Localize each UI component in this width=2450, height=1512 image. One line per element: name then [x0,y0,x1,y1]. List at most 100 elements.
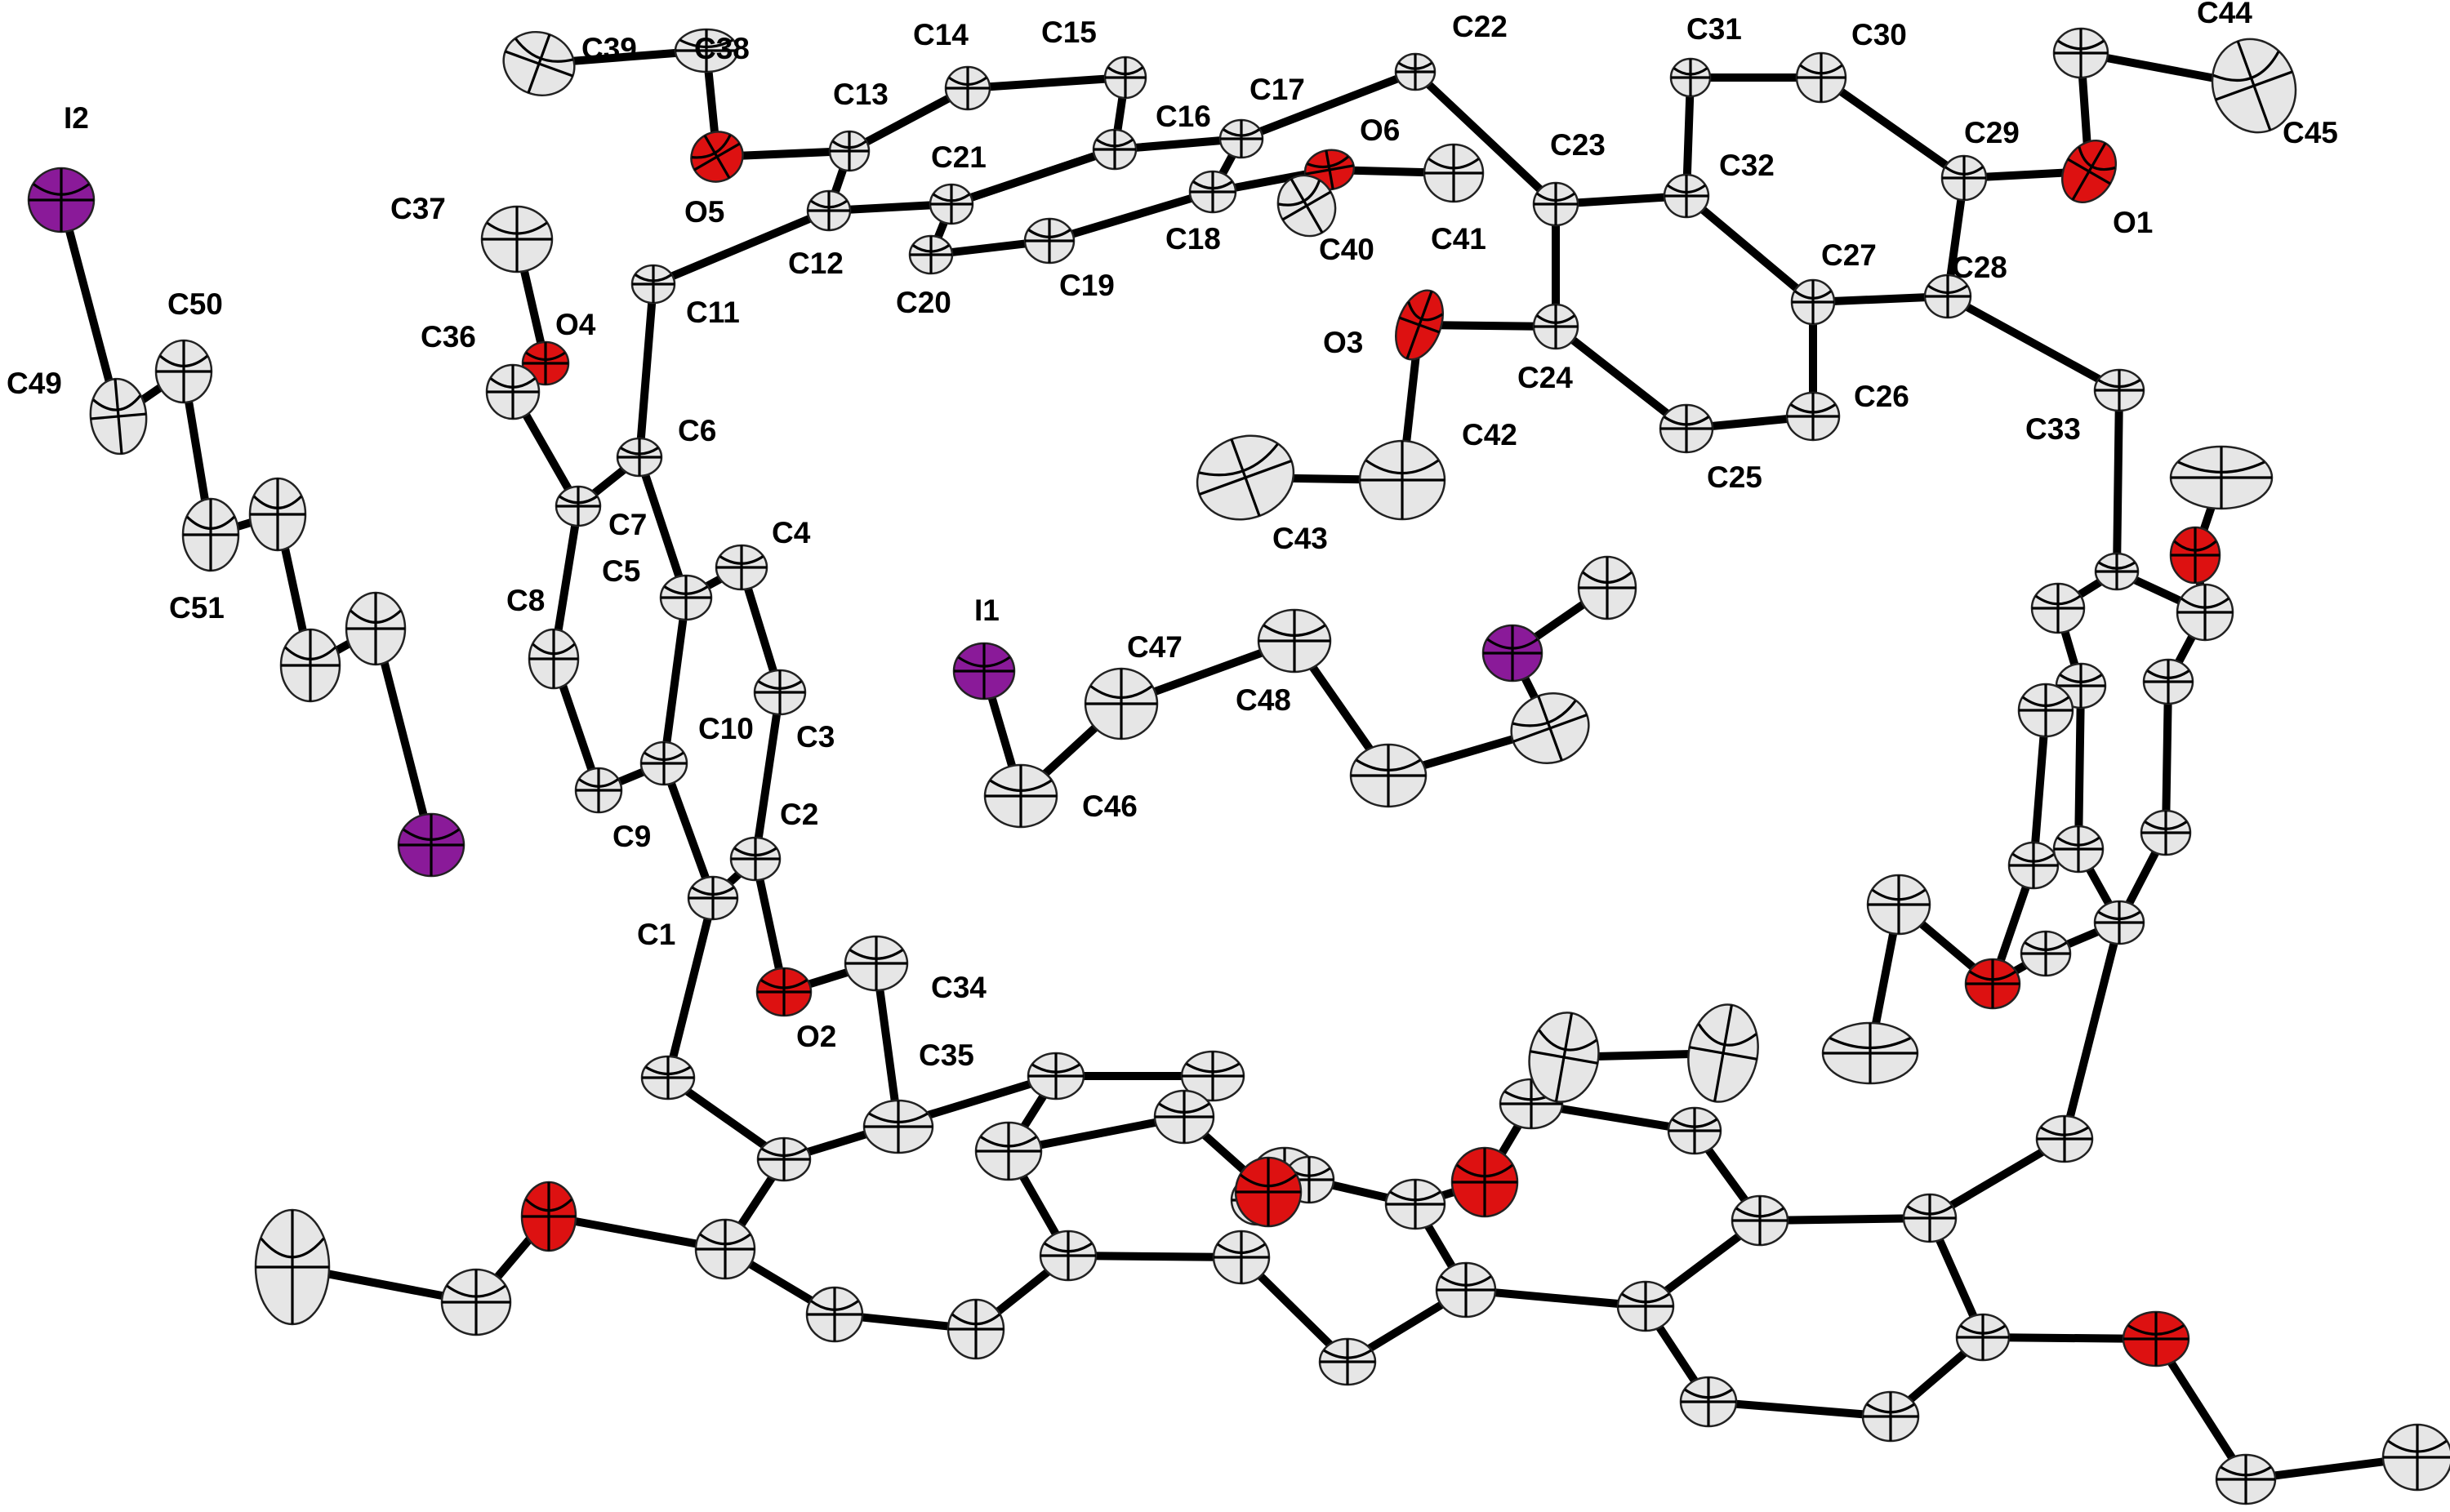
atom-label-c43: C43 [1272,522,1328,555]
atom-label-c12: C12 [788,247,844,280]
oxygen-atom [755,967,813,1017]
bond [947,145,1119,208]
carbon-atom [974,1121,1043,1181]
bond [2162,678,2172,837]
oxygen-atom [2060,140,2118,203]
carbon-atom [862,1099,934,1154]
carbon-atom [616,437,663,478]
carbon-atom [2035,1114,2094,1163]
carbon-atom [805,1286,864,1343]
carbon-atom [89,377,148,456]
carbon-atom [756,1136,812,1182]
carbon-atom [1528,1012,1600,1103]
oxygen-atom [1964,958,2021,1010]
carbon-atom [1423,143,1485,203]
atom-label-c33: C33 [2025,412,2081,446]
bond [1552,322,1690,433]
carbon-atom [1821,1021,1919,1085]
atom-label-o1: O1 [2113,206,2153,239]
carbon-atom [1027,1052,1085,1101]
bond [964,73,1129,92]
atom-label-c5: C5 [602,554,640,588]
atom-label-c17: C17 [1250,73,1305,106]
atom-label-c47: C47 [1127,630,1183,664]
atom-label-c32: C32 [1719,149,1775,182]
carbon-atom [753,669,807,716]
carbon-atom [1349,743,1428,808]
atom-label-c19: C19 [1059,269,1115,302]
carbon-atom [2052,27,2109,79]
carbon-atom [1616,1280,1675,1332]
oxygen-atom [520,1181,577,1252]
carbon-atom [2142,658,2194,705]
atom-label-c45: C45 [2283,116,2338,149]
carbon-atom [1196,434,1295,521]
carbon-atom [2007,841,2060,890]
atom-label-o2: O2 [796,1020,836,1053]
carbon-atom [2140,809,2192,856]
bond [635,280,657,461]
carbon-atom [1435,1261,1497,1319]
carbon-atom [1510,692,1590,764]
carbon-atom [1866,874,1931,936]
carbon-atom [1532,303,1579,350]
carbon-atom [2093,900,2145,945]
atom-label-c48: C48 [1236,683,1291,717]
carbon-atom [1218,118,1264,159]
carbon-atom [1092,128,1138,171]
carbon-atom [1023,217,1076,265]
bond [660,594,690,767]
carbon-atom [2017,683,2074,738]
carbon-atom [1212,1230,1271,1285]
atom-label-c14: C14 [913,18,969,51]
carbon-atom [1785,391,1841,442]
carbon-atom [1384,1178,1446,1230]
bond [1064,1252,1245,1261]
carbon-atom [574,767,623,814]
carbon-atom [1687,1003,1759,1103]
bond [1944,292,2123,394]
atom-label-c25: C25 [1707,460,1762,494]
atom-label-c6: C6 [678,414,716,447]
atom-label-c51: C51 [169,591,225,625]
carbon-atom [1902,1193,1958,1243]
oxygen-atom [2169,526,2221,585]
carbon-atom [1679,1376,1738,1428]
carbon-atom [674,28,739,73]
atom-label-c46: C46 [1082,789,1138,823]
carbon-atom [2211,38,2297,134]
carbon-atom [1955,1313,2011,1362]
carbon-atom [1084,667,1159,740]
atom-label-c13: C13 [833,78,889,111]
carbon-atom [2094,552,2140,591]
carbon-atom [440,1268,512,1336]
atom-label-c50: C50 [167,287,223,321]
carbon-atom [485,363,541,420]
bond [1045,188,1217,245]
atom-label-c15: C15 [1041,16,1097,49]
atom-label-c9: C9 [612,820,651,853]
bond [635,453,690,602]
atom-label-c38: C38 [694,32,750,65]
carbon-atom [806,189,852,232]
iodine-atom [27,167,96,233]
atom-label-c22: C22 [1452,10,1508,43]
atom-label-c39: C39 [581,32,637,65]
bond [2113,386,2123,576]
iodine-atom [1481,624,1544,683]
carbon-atom [1394,52,1437,91]
bond [1237,68,1419,143]
carbon-atom [555,485,602,527]
bond [2074,682,2085,853]
carbon-atom [687,875,739,921]
carbon-atom [1577,555,1637,620]
atom-label-c34: C34 [931,971,987,1004]
atom-label-c49: C49 [7,367,62,400]
atom-label-c11: C11 [686,296,740,329]
carbon-atom [2215,1453,2277,1505]
carbon-atom [828,130,871,172]
carbon-atom [1276,174,1337,238]
oxygen-atom [1395,289,1444,361]
carbon-atom [345,591,407,666]
